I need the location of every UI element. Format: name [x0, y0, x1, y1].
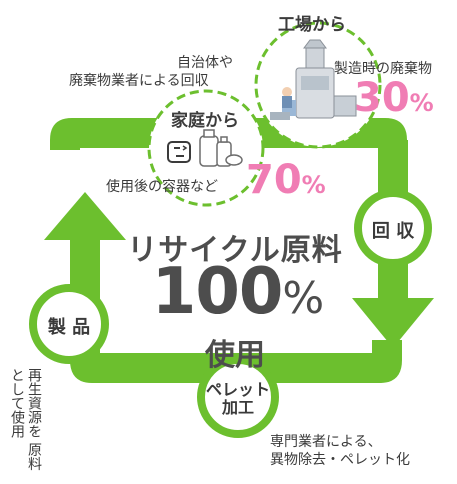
- pellet-note-line2: 異物除去・ペレット化: [270, 452, 410, 468]
- product-label: 製 品: [47, 317, 91, 338]
- pellet-label-line1: ペレット: [205, 380, 270, 399]
- reuse-note-col1: 再生資源を: [26, 368, 42, 438]
- factory-percent: 30%: [354, 76, 434, 120]
- household-percent: 70%: [246, 158, 326, 202]
- household-caption: 使用後の容器など: [106, 179, 218, 195]
- arrow-down-right: [352, 298, 434, 348]
- factory-caption: 製造時の廃棄物: [334, 61, 432, 77]
- pellet-note-line1: 専門業者による、: [270, 434, 382, 450]
- pellet-circle: [197, 356, 279, 438]
- household-percent-value: 70: [246, 157, 302, 203]
- household-label: 家庭から: [171, 111, 239, 131]
- factory-percent-value: 30: [354, 75, 410, 121]
- factory-percent-unit: %: [409, 89, 434, 117]
- pellet-note: 専門業者による、 異物除去・ペレット化: [270, 433, 410, 469]
- factory-label: 工場から: [278, 15, 346, 35]
- center-big-number: 100: [151, 255, 284, 329]
- center-title: リサイクル原料: [127, 233, 343, 268]
- collect-label: 回 収: [371, 221, 415, 242]
- arrow-up-left: [44, 192, 126, 240]
- pellet-label-line2: 加工: [221, 398, 254, 417]
- reuse-note: 再生資源を 原料として使用: [8, 368, 42, 484]
- municipal-line2: 廃棄物業者による回収: [69, 73, 209, 89]
- factory-machine-illustration: [270, 39, 357, 120]
- pellet-label: ペレット 加工: [200, 381, 276, 417]
- collect-circle: [354, 189, 432, 267]
- household-containers-illustration: [199, 129, 243, 167]
- center-big-figure: 100%: [128, 257, 348, 327]
- center-sub: 使用: [205, 338, 265, 373]
- product-circle: [29, 284, 109, 364]
- household-percent-unit: %: [301, 171, 326, 199]
- reuse-note-col2: 原料として使用: [9, 368, 42, 471]
- center-big-unit: %: [282, 273, 325, 324]
- recycle-mark-icon: [167, 141, 191, 163]
- municipal-line1: 自治体や: [177, 55, 233, 71]
